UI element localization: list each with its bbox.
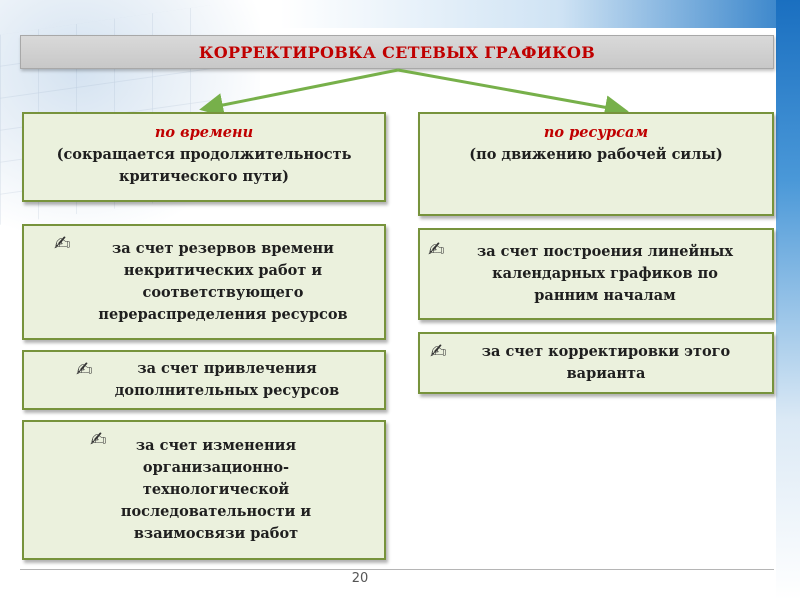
checkmark-pencil-icon: ✍ xyxy=(76,357,93,381)
right-item-box: ✍ за счет корректировки этого варианта xyxy=(418,332,774,394)
top-decor-band xyxy=(0,0,800,28)
page-number: 20 xyxy=(351,571,369,586)
slide-title: КОРРЕКТИРОВКА СЕТЕВЫХ ГРАФИКОВ xyxy=(198,42,596,62)
item-line: соответствующего xyxy=(142,284,304,301)
item-line: взаимосвязи работ xyxy=(133,525,299,542)
left-item-box: ✍ за счет резервов времени некритических… xyxy=(22,224,386,340)
left-item-box: ✍ за счет изменения организационно- техн… xyxy=(22,420,386,560)
item-line: дополнительных ресурсов xyxy=(114,382,340,399)
footer-divider xyxy=(20,569,774,570)
item-line: перераспределения ресурсов xyxy=(98,306,348,323)
checkmark-pencil-icon: ✍ xyxy=(90,427,107,451)
item-line: организационно- xyxy=(142,459,290,476)
item-line: некритических работ и xyxy=(123,262,323,279)
item-line: варианта xyxy=(566,365,646,382)
right-item-box: ✍ за счет построения линейных календарны… xyxy=(418,228,774,320)
left-item-box: ✍ за счет привлечения дополнительных рес… xyxy=(22,350,386,410)
right-decor-band xyxy=(776,0,800,600)
arrow-right xyxy=(397,68,629,120)
item-line: за счет изменения xyxy=(135,437,297,454)
item-line: за счет корректировки этого xyxy=(481,343,731,360)
left-category-title: по времени xyxy=(154,124,254,141)
item-line: календарных графиков по xyxy=(492,265,718,282)
checkmark-pencil-icon: ✍ xyxy=(430,339,447,363)
checkmark-pencil-icon: ✍ xyxy=(428,237,445,261)
left-category-desc-1: (сокращается продолжительность xyxy=(56,146,352,163)
item-line: за счет построения линейных xyxy=(476,243,734,260)
item-line: за счет резервов времени xyxy=(112,240,334,257)
item-line: последовательности и xyxy=(120,503,312,520)
left-category-box: по времени (сокращается продолжительност… xyxy=(22,112,386,202)
arrow-left xyxy=(199,68,399,117)
checkmark-pencil-icon: ✍ xyxy=(54,231,71,255)
right-category-title: по ресурсам xyxy=(543,124,649,141)
item-line: ранним началам xyxy=(534,287,676,304)
item-line: технологической xyxy=(142,481,290,498)
item-line: за счет привлечения xyxy=(137,360,317,377)
title-bar: КОРРЕКТИРОВКА СЕТЕВЫХ ГРАФИКОВ xyxy=(20,35,774,69)
right-category-desc: (по движению рабочей силы) xyxy=(469,146,723,163)
left-category-desc-2: критического пути) xyxy=(118,168,289,185)
right-category-box: по ресурсам (по движению рабочей силы) xyxy=(418,112,774,216)
